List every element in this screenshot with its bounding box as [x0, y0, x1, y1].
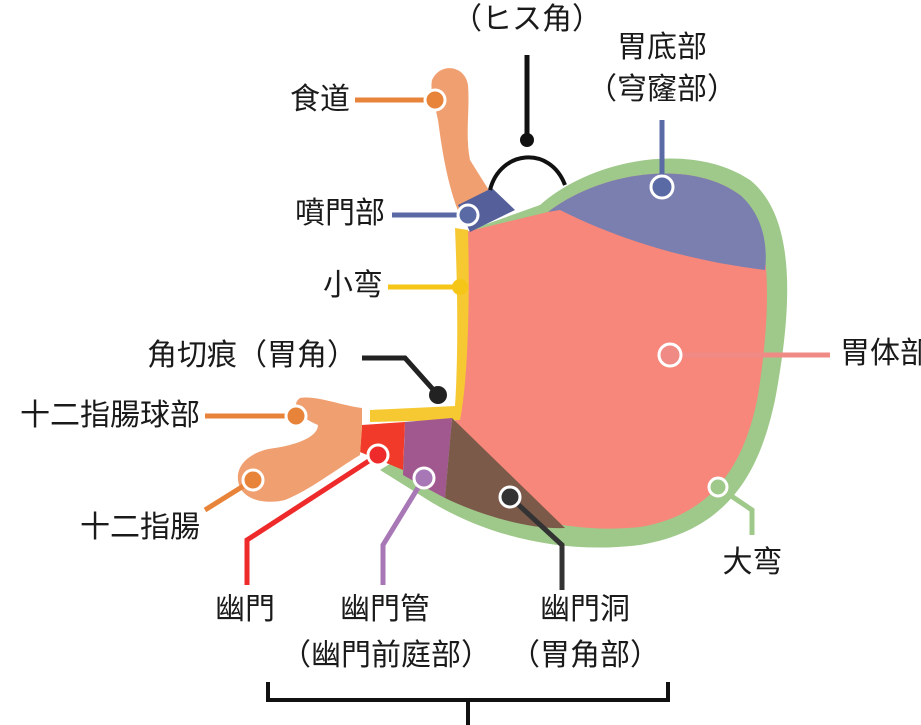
pyloric-canal-label-line2: （幽門前庭部）	[281, 638, 491, 673]
fundus-label-line2: （穹窿部）	[587, 72, 737, 107]
duodenum-tube	[237, 397, 362, 502]
pylorus-marker	[366, 443, 390, 467]
lesser-curvature-marker	[452, 279, 468, 295]
antrum-region	[445, 418, 565, 529]
stomach-body	[455, 173, 767, 529]
fundus-marker	[649, 174, 675, 200]
his-angle-label: （ヒス角）	[452, 2, 602, 37]
esophagus-marker	[423, 88, 447, 112]
antrum-label-line2: （胃角部）	[510, 638, 660, 673]
angular-notch-label: 角切痕（胃角）	[147, 338, 357, 373]
pyloric-canal-leader	[380, 476, 427, 585]
antrum-marker	[498, 485, 522, 509]
lesser-curvature-strip	[370, 228, 469, 422]
cardia-marker	[456, 203, 480, 227]
lesser-curvature-label: 小弯	[323, 268, 383, 303]
duodenal-bulb-marker	[284, 404, 308, 428]
greater-curvature-leader	[716, 484, 755, 535]
fundus-region	[548, 173, 766, 270]
antrum-leader	[508, 495, 565, 590]
his-angle-dot	[520, 133, 534, 147]
greater-curvature-marker	[707, 476, 729, 498]
pylorus-leader	[244, 452, 380, 585]
esophagus-label: 食道	[290, 82, 350, 117]
duodenum-marker	[241, 468, 265, 492]
duodenal-bulb-label: 十二指腸球部	[20, 398, 200, 433]
body-marker	[657, 342, 683, 368]
bottom-bracket	[266, 682, 670, 702]
body-label: 胃体部	[840, 336, 921, 371]
his-angle-arc	[488, 155, 567, 191]
pyloric-canal-marker	[412, 466, 436, 490]
angular-notch-leader	[362, 355, 440, 397]
duodenum-label: 十二指腸	[80, 510, 200, 545]
esophagus-tube	[431, 68, 490, 220]
cardia-label: 噴門部	[295, 196, 385, 231]
pylorus-label: 幽門	[215, 592, 275, 627]
greater-curvature-label: 大弯	[722, 545, 783, 580]
angular-notch-dot	[429, 386, 447, 404]
fundus-label-line1: 胃底部	[617, 30, 707, 65]
antrum-label-line1: 幽門洞	[540, 592, 630, 627]
pyloric-canal-label-line1: 幽門管	[340, 592, 430, 627]
